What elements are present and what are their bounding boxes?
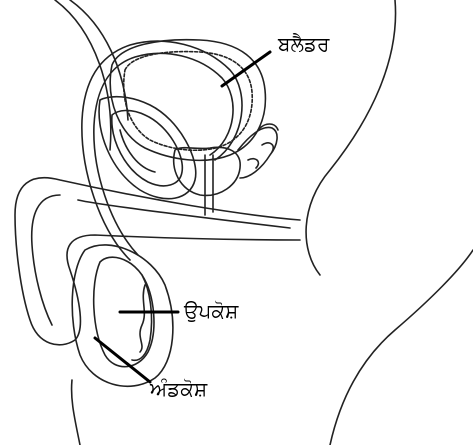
penis <box>15 178 300 345</box>
label-epididymis: ਉਪਕੋਸ਼ <box>184 301 238 321</box>
urethra <box>205 155 213 215</box>
pointer-lines <box>95 52 270 382</box>
label-bladder: ਬਲੈਡਰ <box>278 34 329 54</box>
scrotum <box>72 245 173 386</box>
vas-deferens <box>82 41 242 260</box>
label-scrotum: ਅੰਡਕੋਸ਼ <box>150 379 207 399</box>
